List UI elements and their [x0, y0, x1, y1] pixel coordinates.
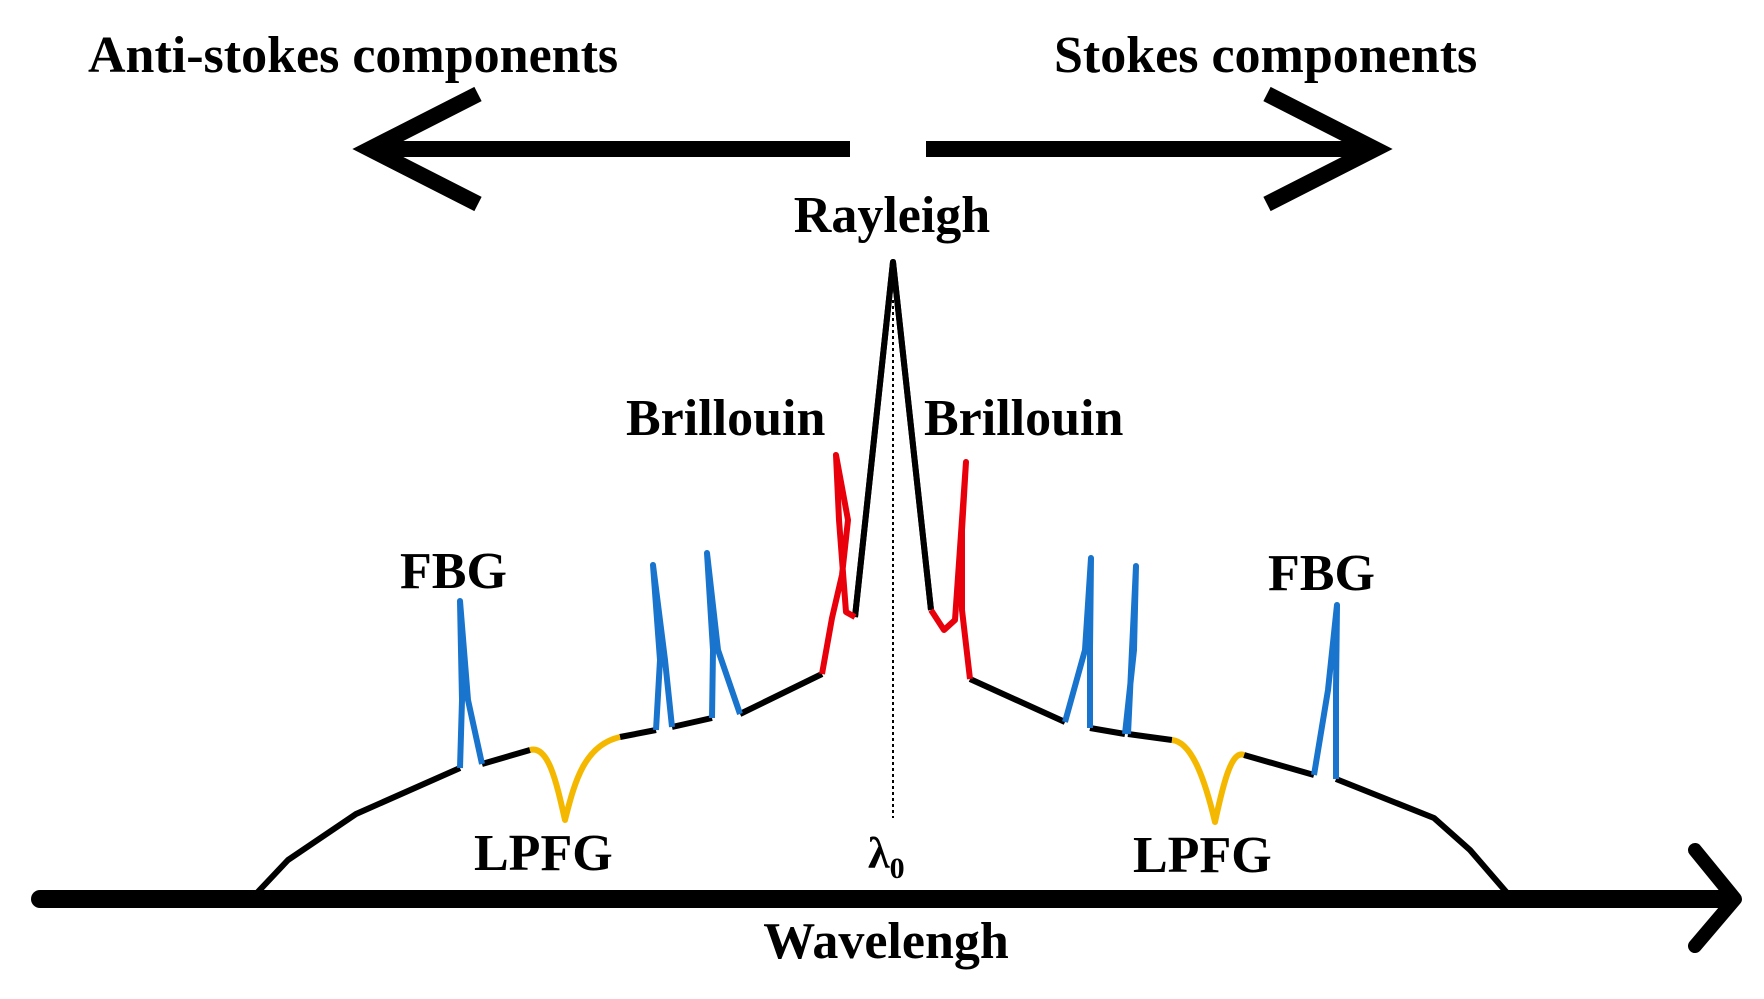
anti-stokes-label: Anti-stokes components — [88, 27, 618, 84]
fbg-peak-left-2 — [650, 562, 675, 731]
fbg-peak-right-1 — [1062, 555, 1094, 728]
rayleigh-peak — [852, 259, 934, 618]
lpfg-dip-left — [529, 734, 621, 823]
fbg-label-right: FBG — [1268, 545, 1375, 602]
rayleigh-label: Rayleigh — [794, 187, 991, 244]
brillouin-peak-left — [819, 452, 857, 675]
lpfg-dip-right — [1171, 737, 1246, 825]
x-axis-label: Wavelengh — [763, 913, 1009, 970]
brillouin-label-right: Brillouin — [924, 390, 1123, 447]
fbg-peak-left-3 — [704, 550, 743, 719]
lpfg-label-right: LPFG — [1133, 827, 1272, 884]
wavelength-axis — [31, 843, 1742, 953]
brillouin-label-left: Brillouin — [626, 390, 825, 447]
brillouin-peak-right — [928, 459, 973, 680]
lambda-subscript: 0 — [890, 852, 905, 885]
fbg-peak-right-2 — [1122, 563, 1139, 735]
stokes-arrow — [926, 86, 1393, 212]
anti-stokes-arrow — [352, 86, 850, 212]
lambda-symbol: λ — [868, 829, 890, 878]
stokes-label: Stokes components — [1054, 27, 1477, 84]
fbg-label-left: FBG — [400, 543, 507, 600]
lambda0-label: λ0 — [868, 829, 905, 885]
lpfg-label-left: LPFG — [474, 825, 613, 882]
fbg-peak-left-1 — [457, 598, 485, 769]
fbg-peak-right-3 — [1311, 602, 1340, 779]
